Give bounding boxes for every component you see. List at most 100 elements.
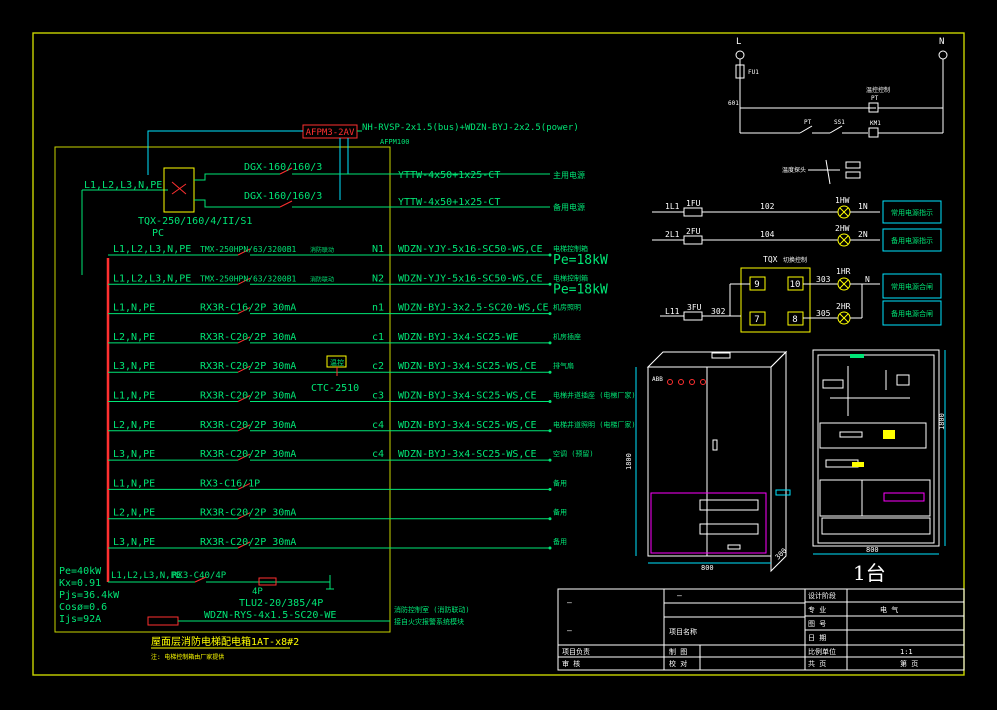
row-cable: WDZN-BYJ-3x2.5-SC20-WS,CE — [398, 303, 549, 314]
row-phase: L1,N,PE — [113, 303, 155, 314]
tb-dash3: — — [677, 591, 682, 600]
breaker-contact — [237, 424, 251, 432]
tb-design-stage: 设计阶段 — [808, 591, 836, 600]
ctl-relay: PT — [871, 95, 879, 102]
line-wire: 102 — [760, 202, 775, 211]
line-fuse: 2FU — [686, 227, 701, 236]
breaker-contact — [237, 365, 251, 373]
tb-date: 日 期 — [808, 634, 826, 642]
row-cable: WDZN-YJY-5x16-SC50-WS,CE — [398, 273, 543, 284]
breaker-contact — [237, 453, 251, 461]
line-in: 2L1 — [665, 230, 680, 239]
ctl-pt: PT — [804, 119, 812, 126]
row-breaker: RX3R-C20/2P 30mA — [200, 361, 296, 372]
breaker-contact — [237, 395, 251, 402]
tb-proj-name: 项目名称 — [669, 627, 697, 636]
row-extra: Pe=18kW — [553, 253, 608, 268]
w303: 303 — [816, 275, 831, 284]
diagram-title: 屋面层消防电梯配电箱1AT-x8#2 — [151, 635, 299, 648]
line-fuse: 1FU — [686, 199, 701, 208]
stat-kx: Kx=0.91 — [59, 578, 101, 589]
dgx1-label: DGX-160/160/3 — [244, 162, 322, 173]
row-dest: 电梯井道插座 (电梯厂家) — [553, 391, 636, 400]
line-out: 1N — [858, 202, 868, 211]
hr2: 2HR — [836, 302, 851, 311]
dim-h-front: 1800 — [625, 453, 633, 470]
row-breaker: RX3R-C20/2P 30mA — [200, 537, 296, 548]
tb-page: 第 页 — [900, 659, 918, 668]
l3-wire: 302 — [711, 307, 726, 316]
feed1-cable: YTTW-4x50+1x25-CT — [398, 170, 500, 181]
hr1: 1HR — [836, 267, 851, 276]
row-cable: WDZN-YJY-5x16-SC50-WS,CE — [398, 244, 543, 255]
row-note: 消防联动 — [310, 246, 334, 254]
row-circuit: c1 — [372, 332, 384, 343]
meter-cable: NH-RVSP-2x1.5(bus)+WDZN-BYJ-2x2.5(power) — [362, 123, 579, 133]
row-dest: 备用 — [553, 478, 567, 487]
dim-h-inner: 1800 — [938, 413, 946, 430]
line-label: 备用电源指示 — [891, 236, 933, 245]
row-cable: WDZN-BYJ-3x4-SC25-WS,CE — [398, 420, 536, 431]
diagram-subtitle: 注: 电梯控制箱由厂家提供 — [151, 653, 224, 661]
breaker-contact — [237, 482, 251, 490]
ctl-sensor: 温度探头 — [782, 166, 806, 174]
dim-w-front: 800 — [701, 564, 714, 572]
fire-cable: WDZN-RYS-4x1.5-SC20-WE — [204, 610, 336, 621]
tb-dash1: — — [567, 598, 572, 607]
row-dest: 电梯井道照明 (电梯厂家) — [553, 420, 636, 429]
spd-phase: L1,L2,L3,N,PE — [111, 571, 181, 581]
ctl-n: N — [939, 37, 944, 47]
ats-box — [163, 167, 195, 213]
row-phase: L1,N,PE — [113, 478, 155, 489]
breaker-contact — [237, 541, 251, 549]
tb-scale: 比例单位 — [808, 647, 836, 656]
tb-specialty: 专 业 — [808, 605, 826, 614]
term-8: 8 — [792, 315, 797, 325]
row-dest: 备用 — [553, 508, 567, 517]
cabinet-inner-body — [812, 349, 940, 547]
tb-total: 共 页 — [808, 659, 826, 668]
ctl-relay-title: 温控控制 — [866, 86, 890, 94]
ctl-km: KM1 — [870, 120, 881, 127]
row-cable: WDZN-BYJ-3x4-SC25-WS,CE — [398, 391, 536, 402]
n-out: N — [865, 275, 870, 284]
row-circuit: c4 — [372, 449, 384, 460]
spd-box — [258, 577, 277, 586]
row-note: 消防联动 — [310, 275, 334, 283]
meter-wire-1 — [147, 130, 303, 175]
row-dest: 电梯控制箱 — [553, 273, 588, 282]
row-dest: 排气扇 — [553, 361, 574, 370]
row-phase: L2,N,PE — [113, 420, 155, 431]
tqx-label: TQX — [763, 255, 778, 264]
row-breaker: RX3R-C20/2P 30mA — [200, 508, 296, 519]
cabinet-front-body — [647, 366, 772, 557]
breaker-contact — [237, 248, 251, 256]
w305: 305 — [816, 309, 831, 318]
ctc-label: CTC-2510 — [311, 383, 359, 394]
row-dest: 备用 — [553, 537, 567, 546]
panel-boundary — [54, 146, 391, 633]
stat-pe: Pe=40kW — [59, 566, 102, 577]
stat-pjs: Pjs=36.4kW — [59, 590, 120, 601]
tb-scale-value: 1:1 — [900, 648, 913, 656]
ctl-l: L — [736, 37, 741, 47]
meter-label: AFPM3-2AV — [306, 128, 355, 138]
row-cable: WDZN-BYJ-3x4-SC25-WS,CE — [398, 361, 536, 372]
row-circuit: c3 — [372, 391, 384, 402]
row-extra: Pe=18kW — [553, 282, 608, 297]
line-wire: 104 — [760, 230, 775, 239]
term-7: 7 — [754, 315, 759, 325]
row-phase: L1,L2,L3,N,PE — [113, 273, 191, 284]
line-in: 1L1 — [665, 202, 680, 211]
